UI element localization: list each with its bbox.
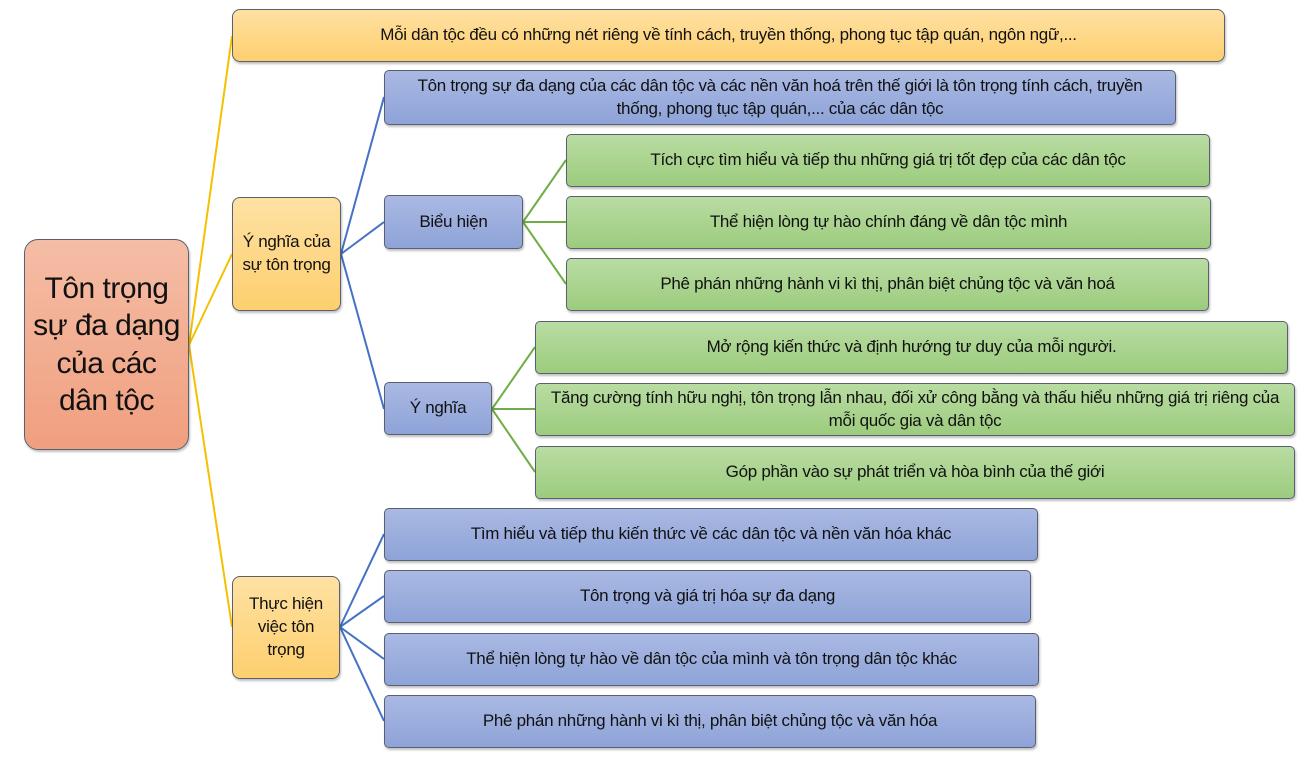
expression-item: Phê phán những hành vi kì thị, phân biệt… xyxy=(566,258,1209,311)
connector xyxy=(340,253,385,410)
connector xyxy=(188,35,233,346)
connector xyxy=(188,253,233,346)
connector xyxy=(340,221,385,255)
connector xyxy=(339,626,385,660)
connector xyxy=(339,533,385,628)
significance-item: Góp phần vào sự phát triển và hòa bình c… xyxy=(535,446,1295,499)
connector xyxy=(339,595,385,628)
connector xyxy=(340,96,385,255)
connector xyxy=(522,221,567,285)
practice-item: Tìm hiểu và tiếp thu kiến thức về các dâ… xyxy=(384,508,1038,561)
expression-node: Biểu hiện xyxy=(384,195,523,249)
connector xyxy=(491,346,536,410)
connector xyxy=(491,408,536,473)
expression-item: Tích cực tìm hiểu và tiếp thu những giá … xyxy=(566,134,1210,187)
significance-item: Tăng cường tính hữu nghị, tôn trọng lẫn … xyxy=(535,383,1295,436)
definition-node: Tôn trọng sự đa dạng của các dân tộc và … xyxy=(384,70,1176,125)
meaning-connectors xyxy=(339,96,385,722)
root-connectors xyxy=(188,35,233,628)
practice-branch-node: Thực hiện việc tôn trọng xyxy=(232,576,340,679)
connector xyxy=(339,626,385,722)
connector xyxy=(522,159,567,223)
practice-item: Phê phán những hành vi kì thị, phân biệt… xyxy=(384,695,1036,748)
practice-item: Thể hiện lòng tự hào về dân tộc của mình… xyxy=(384,633,1039,686)
connector xyxy=(188,344,233,628)
leaf-connectors xyxy=(491,159,567,473)
significance-node: Ý nghĩa xyxy=(384,382,492,435)
significance-item: Mở rộng kiến thức và định hướng tư duy c… xyxy=(535,321,1288,374)
expression-item: Thể hiện lòng tự hào chính đáng về dân t… xyxy=(566,196,1211,249)
root-node: Tôn trọng sự đa dạng của các dân tộc xyxy=(24,239,189,450)
intro-node: Mỗi dân tộc đều có những nét riêng về tí… xyxy=(232,9,1225,62)
practice-item: Tôn trọng và giá trị hóa sự đa dạng xyxy=(384,570,1031,623)
meaning-branch-node: Ý nghĩa của sự tôn trọng xyxy=(232,197,341,311)
